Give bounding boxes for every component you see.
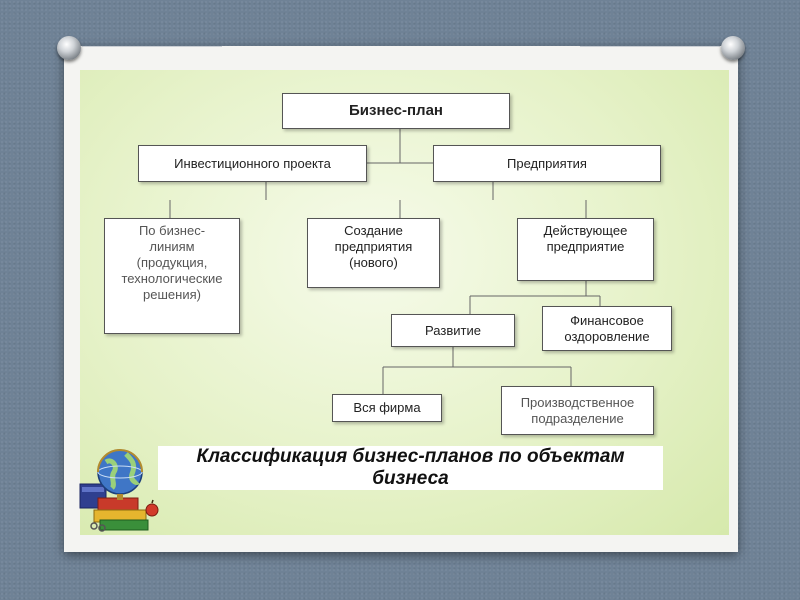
node-development: Развитие <box>391 314 515 347</box>
frame-decor-line-right <box>580 46 720 47</box>
node-whole-firm: Вся фирма <box>332 394 442 422</box>
node-investment-project: Инвестиционного проекта <box>138 145 367 182</box>
pin-right-icon <box>721 36 745 60</box>
node-financial-recovery: Финансовое оздоровление <box>542 306 672 351</box>
root-node-business-plan: Бизнес-план <box>282 93 510 129</box>
node-by-business-lines: По бизнес- линиям (продукция, технологич… <box>104 218 240 334</box>
node-existing-enterprise: Действующее предприятие <box>517 218 654 281</box>
node-new-enterprise: Создание предприятия (нового) <box>307 218 440 288</box>
slide-caption: Классификация бизнес-планов по объектам … <box>158 446 663 490</box>
pin-left-icon <box>57 36 81 60</box>
node-production-unit: Производственное подразделение <box>501 386 654 435</box>
node-enterprise: Предприятия <box>433 145 661 182</box>
frame-decor-line-left <box>82 46 222 47</box>
globe-books-clipart-icon <box>79 449 159 532</box>
